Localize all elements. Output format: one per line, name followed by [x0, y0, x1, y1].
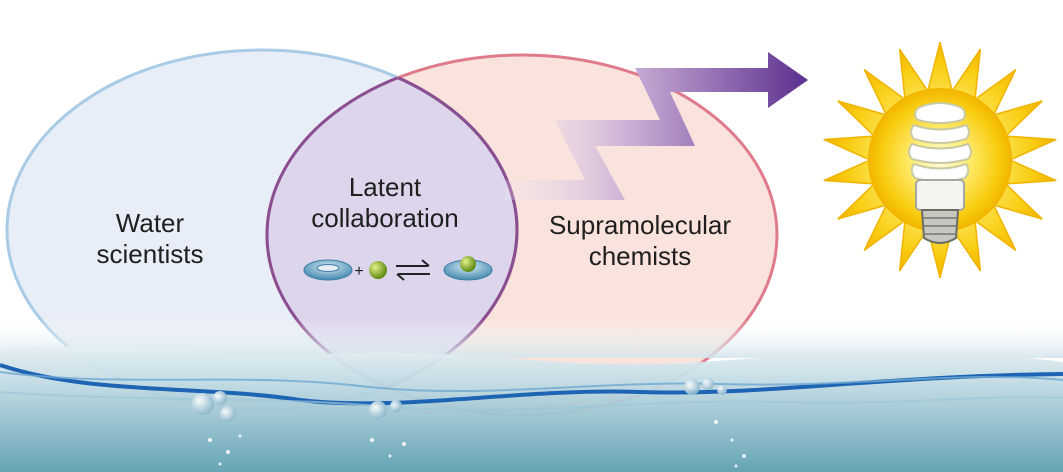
guest-sphere-icon: [369, 261, 387, 279]
water-scientists-line1: Water: [115, 208, 185, 238]
plus-sign: +: [354, 263, 363, 280]
supramolecular-chemists-line2: chemists: [588, 241, 692, 271]
host-ring-icon: [303, 259, 353, 281]
water-scientists-line2: scientists: [96, 239, 204, 269]
bubble-icon: [192, 378, 727, 422]
latent-collaboration-line2: collaboration: [311, 203, 459, 233]
host-guest-equation: +: [303, 256, 493, 281]
latent-collaboration-line1: Latent: [348, 172, 422, 202]
supramolecular-chemists-label: Supramolecular chemists: [505, 210, 775, 272]
overlap-left-edge: [267, 55, 519, 412]
equilibrium-arrows-icon: [396, 259, 430, 281]
light-bulb-icon: [908, 102, 972, 244]
water-scientists-label: Water scientists: [55, 208, 245, 270]
water-surface: [0, 318, 1063, 472]
host-guest-complex-icon: [443, 256, 493, 281]
zigzag-arrow-icon: [505, 52, 808, 200]
supramolecular-chemists-line1: Supramolecular: [548, 210, 732, 240]
small-bubble-dots: [208, 420, 746, 468]
latent-collaboration-label: Latent collaboration: [280, 172, 490, 234]
